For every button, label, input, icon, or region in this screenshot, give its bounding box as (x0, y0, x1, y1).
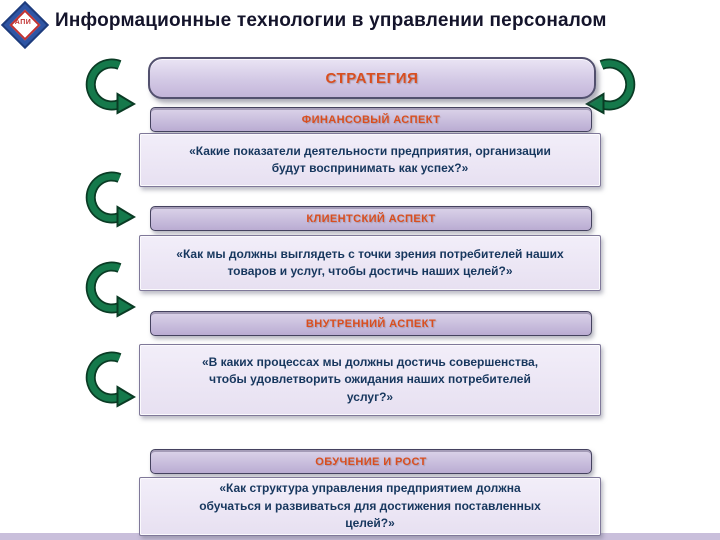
strategy-label: СТРАТЕГИЯ (325, 69, 419, 87)
question-box-learning: «Как структура управления предприятием д… (139, 477, 601, 536)
bottom-strip (0, 533, 720, 540)
section-header-label: ФИНАНСОВЫЙ АСПЕКТ (301, 113, 441, 126)
cycle-arrow-icon (584, 58, 636, 115)
section-header-label: ВНУТРЕННИЙ АСПЕКТ (305, 317, 437, 330)
section-header-client: КЛИЕНТСКИЙ АСПЕКТ (150, 206, 592, 231)
section-header-internal: ВНУТРЕННИЙ АСПЕКТ (150, 311, 592, 336)
strategy-box: СТРАТЕГИЯ (148, 57, 596, 99)
logo: АПИ (0, 0, 50, 50)
cycle-arrow-icon (85, 171, 137, 228)
question-text: «Какие показатели деятельности предприят… (189, 143, 551, 175)
logo-text: АПИ (14, 19, 32, 26)
question-text: «Как мы должны выглядеть с точки зрения … (176, 246, 564, 278)
cycle-arrow-icon (85, 351, 137, 408)
section-header-financial: ФИНАНСОВЫЙ АСПЕКТ (150, 107, 592, 132)
section-header-label: ОБУЧЕНИЕ И РОСТ (315, 455, 427, 468)
question-box-internal: «В каких процессах мы должны достичь сов… (139, 344, 601, 416)
section-header-learning: ОБУЧЕНИЕ И РОСТ (150, 449, 592, 474)
question-box-financial: «Какие показатели деятельности предприят… (139, 133, 601, 187)
cycle-arrow-icon (85, 261, 137, 318)
section-header-label: КЛИЕНТСКИЙ АСПЕКТ (306, 212, 436, 225)
cycle-arrow-icon (85, 58, 137, 115)
question-text: «Как структура управления предприятием д… (199, 481, 541, 531)
page-title: Информационные технологии в управлении п… (55, 10, 607, 31)
question-text: «В каких процессах мы должны достичь сов… (201, 354, 539, 404)
question-box-client: «Как мы должны выглядеть с точки зрения … (139, 235, 601, 291)
